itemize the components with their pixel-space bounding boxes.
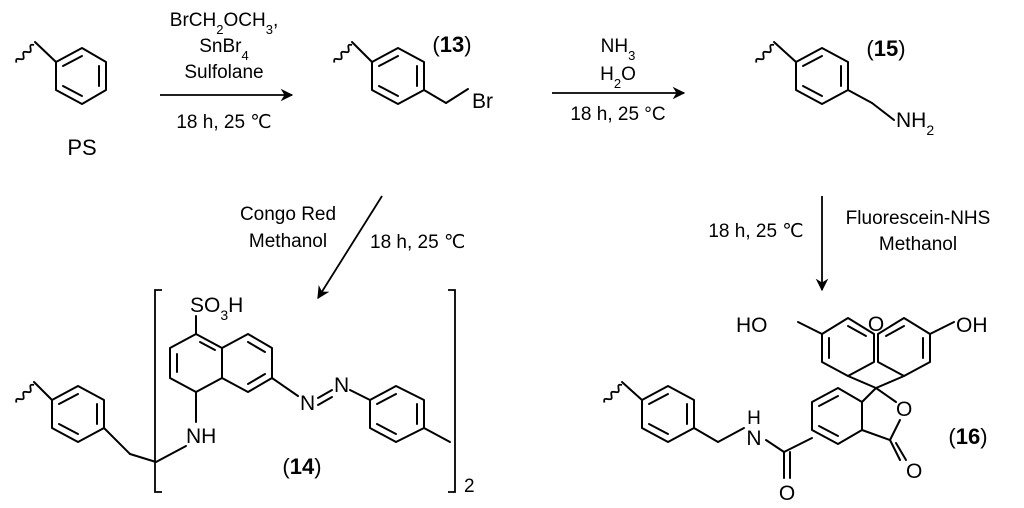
atom-nh2: NH2 [896,109,934,138]
atom-br: Br [472,90,493,113]
compound-ps: PS [15,41,107,160]
step1-reagent-1: BrCH2OCH3, [170,10,278,37]
atom-azo-n1: N [300,392,315,415]
step1-solvent: Sulfolane [184,62,263,83]
compound-label-14: (14) [282,454,321,479]
step4-reagent-1: Fluorescein-NHS [846,208,991,229]
compound-13: Br (13) [333,32,493,113]
compound-15: NH2 (15) [755,36,934,138]
step3-reagent-2: Methanol [249,231,327,252]
atom-azo-n2: N [334,374,349,397]
step4-reagent-2: Methanol [879,234,957,255]
step1-reagent-2: SnBr4 [199,36,248,63]
atom-o-ring: O [868,313,884,336]
step4-reaction: 18 h, 25 ℃ Fluorescein-NHS Methanol [708,196,991,292]
step3-conditions: 18 h, 25 ℃ [370,232,465,253]
atom-so3h: SO3H [190,294,243,323]
step2-reagent-1: NH3 [601,36,636,63]
atom-oh: OH [956,314,988,337]
compound-label-16: (16) [948,424,987,449]
compound-label-15: (15) [866,36,905,61]
atom-ho: HO [736,314,768,337]
step3-reagent-1: Congo Red [240,204,336,225]
atom-o-carbonyl: O [906,460,922,483]
step2-reaction: NH3 H2O 18 h, 25 °C [552,36,686,125]
atom-amide-n: N [746,427,761,450]
compound-16: H N O O O O HO OH (16) [603,313,988,505]
repeat-subscript: 2 [464,476,475,497]
step2-reagent-2: H2O [600,64,636,91]
compound-label-13: (13) [432,32,471,57]
atom-amide-h: H [747,408,761,429]
step3-reaction: Congo Red Methanol 18 h, 25 ℃ [240,195,465,300]
step1-reaction: BrCH2OCH3, SnBr4 Sulfolane 18 h, 25 ℃ [160,10,294,133]
compound-label-ps: PS [67,135,96,160]
atom-nh: NH [186,425,216,448]
compound-14: 2 SO3H NH N N (14) [15,289,475,497]
atom-o-lactone: O [896,398,912,421]
step4-conditions: 18 h, 25 ℃ [708,221,803,242]
atom-amide-o: O [779,482,795,505]
step1-conditions: 18 h, 25 ℃ [176,112,271,133]
step2-conditions: 18 h, 25 °C [570,104,665,125]
step3-arrow [317,195,383,300]
